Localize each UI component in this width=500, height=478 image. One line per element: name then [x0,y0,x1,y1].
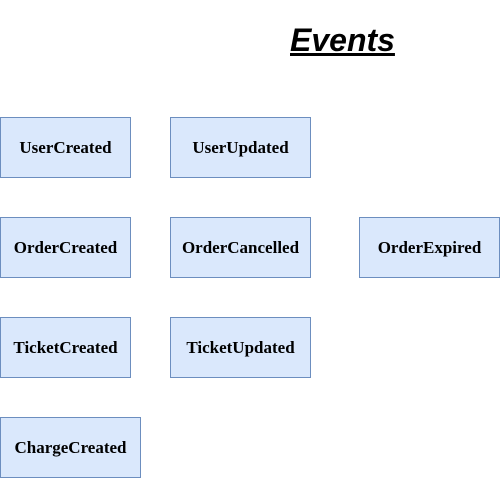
event-label: TicketUpdated [186,337,295,357]
event-box-ticket-updated: TicketUpdated [170,317,311,378]
diagram-title: Events [290,22,395,58]
event-label: ChargeCreated [14,437,127,457]
event-label: OrderExpired [377,237,482,257]
event-box-order-expired: OrderExpired [359,217,500,278]
event-label: OrderCancelled [181,237,300,257]
event-label: OrderCreated [13,237,118,257]
event-box-order-cancelled: OrderCancelled [170,217,311,278]
event-box-order-created: OrderCreated [0,217,131,278]
event-box-user-created: UserCreated [0,117,131,178]
event-box-user-updated: UserUpdated [170,117,311,178]
event-label: UserUpdated [192,137,289,157]
event-label: UserCreated [19,137,112,157]
event-box-ticket-created: TicketCreated [0,317,131,378]
event-box-charge-created: ChargeCreated [0,417,141,478]
event-label: TicketCreated [13,337,118,357]
